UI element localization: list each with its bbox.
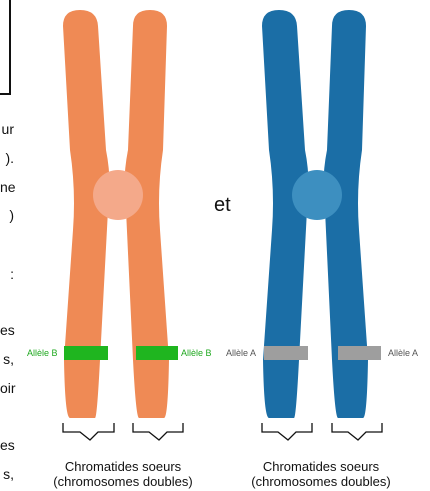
chromosome-orange [63, 10, 183, 440]
bracket-right [332, 423, 382, 440]
chromosome-blue [262, 10, 382, 440]
caption-right: Chromatides soeurs (chromosomes doubles) [221, 459, 421, 489]
caption-line: Chromatides soeurs [23, 459, 223, 474]
allele-label-a-left: Allèle A [226, 349, 256, 358]
allele-label-a-right: Allèle A [388, 349, 418, 358]
caption-line: Chromatides soeurs [221, 459, 421, 474]
caption-line: (chromosomes doubles) [221, 474, 421, 489]
bracket-left [63, 423, 114, 440]
allele-band-left [64, 346, 108, 360]
centromere [292, 170, 342, 220]
bracket-right [133, 423, 183, 440]
caption-line: (chromosomes doubles) [23, 474, 223, 489]
bracket-left [262, 423, 312, 440]
allele-band-right [136, 346, 178, 360]
caption-left: Chromatides soeurs (chromosomes doubles) [23, 459, 223, 489]
allele-band-right [338, 346, 381, 360]
allele-label-b-left: Allèle B [27, 349, 58, 358]
connector-text: et [214, 194, 231, 217]
allele-label-b-right: Allèle B [181, 349, 212, 358]
allele-band-left [264, 346, 308, 360]
centromere [93, 170, 143, 220]
